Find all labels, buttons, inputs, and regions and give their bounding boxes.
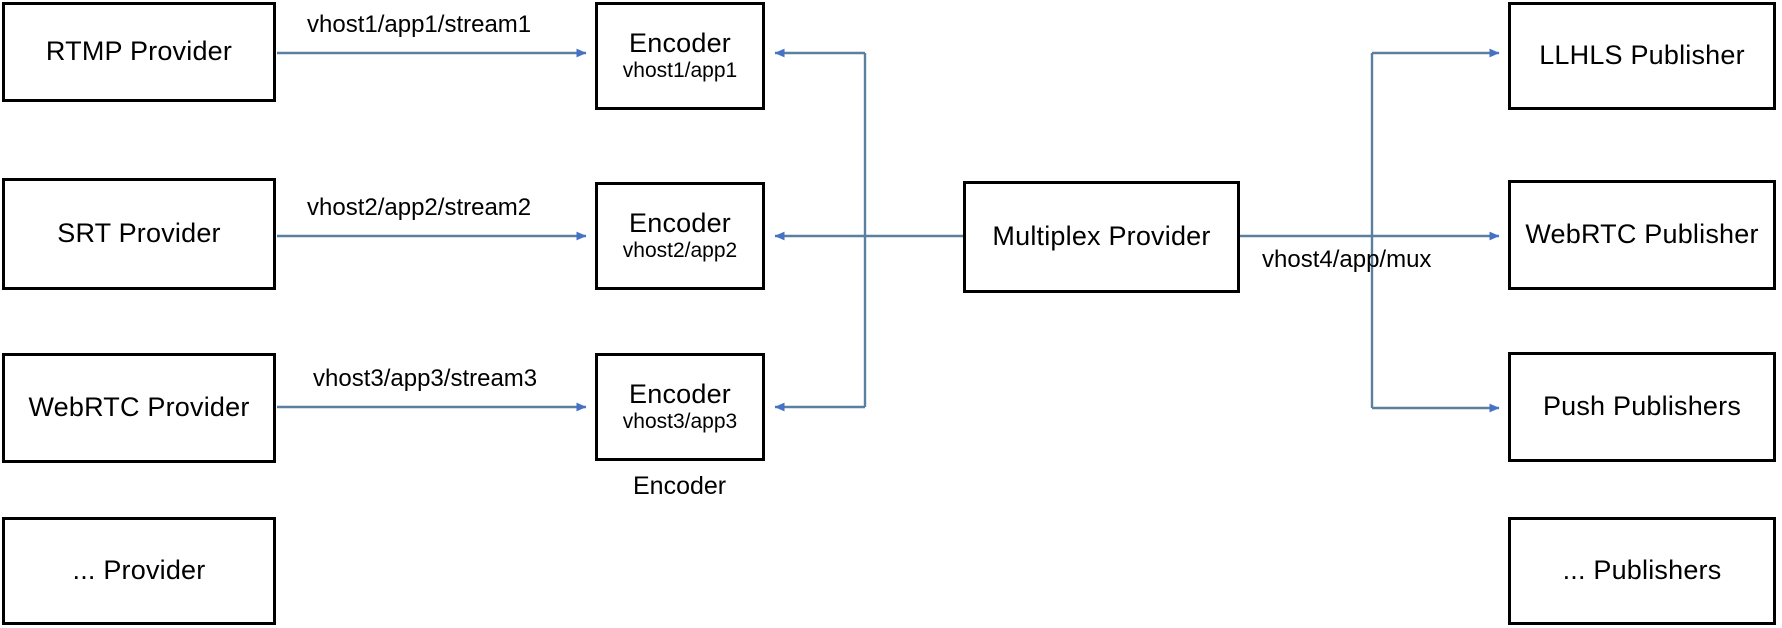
node-webrtc-publisher-label: WebRTC Publisher: [1525, 219, 1759, 250]
node-srt-provider-label: SRT Provider: [57, 218, 221, 249]
node-encoder-2[interactable]: Encoder vhost2/app2: [595, 182, 765, 290]
node-multiplex-provider[interactable]: Multiplex Provider: [963, 181, 1240, 293]
node-encoder-2-title: Encoder: [629, 207, 731, 238]
node-other-provider-label: ... Provider: [72, 555, 206, 586]
node-push-publishers[interactable]: Push Publishers: [1508, 352, 1776, 462]
node-encoder-2-subtitle: vhost2/app2: [622, 239, 738, 263]
node-rtmp-provider-label: RTMP Provider: [45, 36, 233, 67]
node-encoder-3-subtitle: vhost3/app3: [622, 410, 738, 434]
node-encoder-1-title: Encoder: [629, 27, 731, 58]
node-other-publishers-label: ... Publishers: [1562, 555, 1722, 586]
encoder-group-label: Encoder: [633, 472, 727, 500]
edge-label-stream2: vhost2/app2/stream2: [307, 194, 532, 221]
node-other-provider[interactable]: ... Provider: [2, 517, 276, 625]
node-push-publishers-label: Push Publishers: [1542, 391, 1742, 422]
node-encoder-1-subtitle: vhost1/app1: [622, 59, 738, 83]
node-rtmp-provider[interactable]: RTMP Provider: [2, 2, 276, 102]
node-llhls-publisher[interactable]: LLHLS Publisher: [1508, 2, 1776, 110]
node-encoder-1[interactable]: Encoder vhost1/app1: [595, 2, 765, 110]
edge-label-mux-output: vhost4/app/mux: [1262, 246, 1432, 273]
node-other-publishers[interactable]: ... Publishers: [1508, 517, 1776, 625]
node-multiplex-provider-label: Multiplex Provider: [992, 221, 1211, 252]
edge-label-stream1: vhost1/app1/stream1: [307, 11, 532, 38]
node-llhls-publisher-label: LLHLS Publisher: [1539, 40, 1745, 71]
node-webrtc-provider[interactable]: WebRTC Provider: [2, 353, 276, 463]
node-webrtc-provider-label: WebRTC Provider: [28, 392, 250, 423]
edge-label-stream3: vhost3/app3/stream3: [313, 365, 538, 392]
node-encoder-3[interactable]: Encoder vhost3/app3: [595, 353, 765, 461]
node-srt-provider[interactable]: SRT Provider: [2, 178, 276, 290]
node-webrtc-publisher[interactable]: WebRTC Publisher: [1508, 180, 1776, 290]
node-encoder-3-title: Encoder: [629, 378, 731, 409]
